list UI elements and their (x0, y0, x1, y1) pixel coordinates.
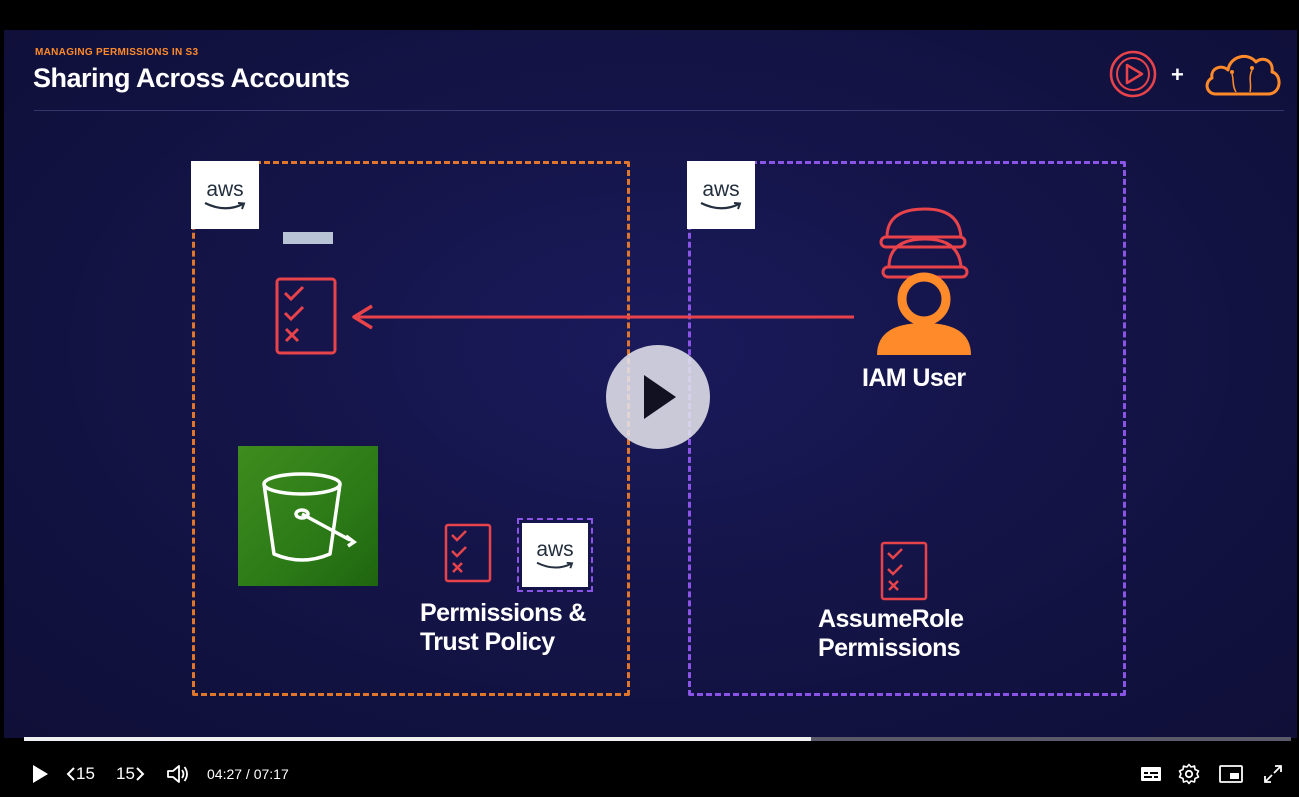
policy-checklist-icon (275, 277, 337, 360)
assumerole-caption: AssumeRole Permissions (818, 605, 964, 662)
cloud-brand-logo-icon (1202, 48, 1284, 105)
forward-15-icon (136, 767, 145, 781)
iam-user-icon (871, 205, 981, 362)
rewind-15-icon (66, 767, 75, 781)
trust-aws-logo-frame: aws (517, 518, 593, 592)
fullscreen-button[interactable] (1260, 762, 1286, 786)
rewind-15-button[interactable]: 15 (66, 762, 95, 786)
settings-gear-icon (1178, 763, 1200, 785)
s3-bucket-tile (238, 446, 378, 586)
plus-sign: + (1171, 62, 1184, 87)
player-controls: 15 15 04:27 / 07:17 (0, 752, 1299, 797)
permissions-trust-caption: Permissions & Trust Policy (420, 599, 586, 656)
title-divider (34, 110, 1284, 111)
fullscreen-icon (1264, 765, 1282, 783)
smile-arrow-icon (204, 201, 246, 209)
big-play-button[interactable] (606, 345, 710, 449)
aws-logo-trust: aws (522, 523, 588, 587)
time-display: 04:27 / 07:17 (207, 766, 289, 782)
trust-policy-checklist-icon (444, 523, 492, 588)
picture-in-picture-icon (1219, 765, 1243, 783)
assumerole-checklist-icon (880, 541, 928, 606)
access-arrow (352, 304, 854, 330)
smile-arrow-icon (536, 561, 574, 569)
volume-button[interactable] (165, 762, 191, 786)
settings-button[interactable] (1176, 762, 1202, 786)
aws-logo-account-a: aws (191, 161, 259, 229)
picture-in-picture-button[interactable] (1218, 762, 1244, 786)
slide-frame[interactable]: MANAGING PERMISSIONS IN S3 Sharing Acros… (4, 30, 1297, 738)
forward-15-button[interactable]: 15 (116, 762, 145, 786)
slide-kicker: MANAGING PERMISSIONS IN S3 (35, 47, 199, 58)
placeholder-bar (283, 232, 333, 244)
aws-logo-account-b: aws (687, 161, 755, 229)
iam-user-label: IAM User (862, 364, 966, 392)
s3-bucket-icon (262, 472, 358, 562)
play-button[interactable] (28, 762, 52, 786)
play-icon (644, 375, 676, 419)
progress-bar[interactable] (24, 737, 1291, 741)
play-brand-logo-icon (1109, 50, 1157, 103)
play-icon (33, 765, 48, 783)
slide-title: Sharing Across Accounts (33, 63, 350, 93)
smile-arrow-icon (700, 201, 742, 209)
progress-fill (24, 737, 812, 741)
captions-icon (1141, 767, 1161, 781)
captions-button[interactable] (1138, 762, 1164, 786)
volume-icon (167, 765, 188, 783)
